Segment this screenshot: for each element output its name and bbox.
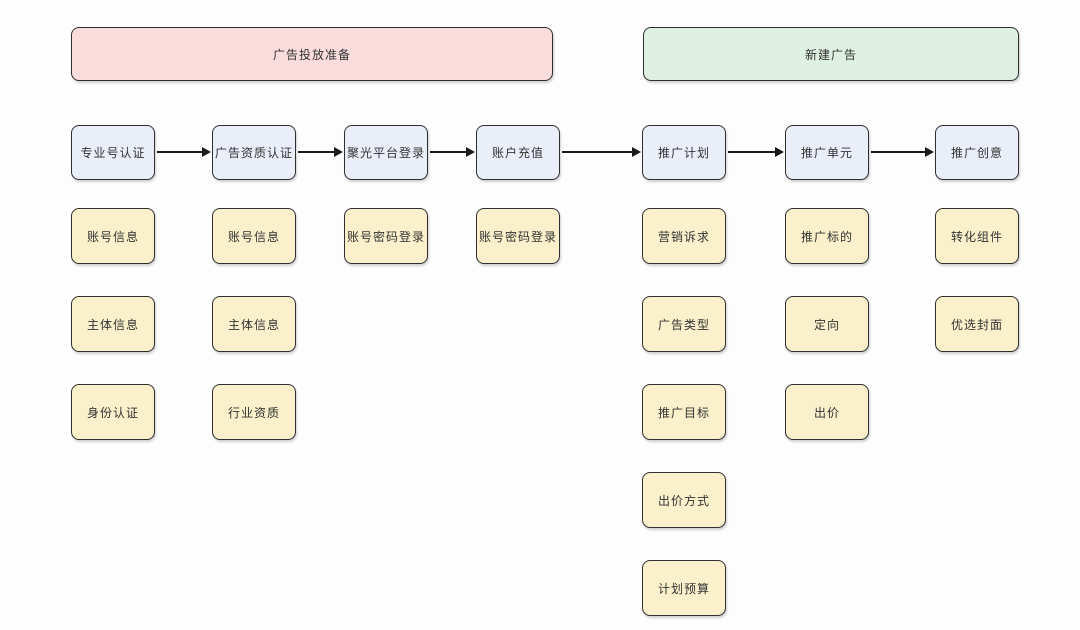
item-preferred-cover: 优选封面 — [935, 296, 1019, 352]
item-targeting: 定向 — [785, 296, 869, 352]
item-promotion-target: 推广标的 — [785, 208, 869, 264]
flow-step-juguang-platform-login: 聚光平台登录 — [344, 125, 428, 180]
item-promotion-goal: 推广目标 — [642, 384, 726, 440]
item-conversion-component: 转化组件 — [935, 208, 1019, 264]
item-industry-qualification: 行业资质 — [212, 384, 296, 440]
item-bidding-method: 出价方式 — [642, 472, 726, 528]
arrow-step1-step2 — [157, 147, 211, 157]
item-ad-type: 广告类型 — [642, 296, 726, 352]
arrow-step3-step4 — [430, 147, 475, 157]
item-account-info: 账号信息 — [212, 208, 296, 264]
item-marketing-demand: 营销诉求 — [642, 208, 726, 264]
item-plan-budget: 计划预算 — [642, 560, 726, 616]
flow-step-account-recharge: 账户充值 — [476, 125, 560, 180]
flow-step-ad-qualification-verification: 广告资质认证 — [212, 125, 296, 180]
arrow-step5-step6 — [728, 147, 784, 157]
item-account-password-login: 账号密码登录 — [344, 208, 428, 264]
item-subject-info: 主体信息 — [212, 296, 296, 352]
flow-step-promotion-creative: 推广创意 — [935, 125, 1019, 180]
flow-step-professional-account-verification: 专业号认证 — [71, 125, 155, 180]
item-subject-info: 主体信息 — [71, 296, 155, 352]
arrow-step2-step3 — [298, 147, 343, 157]
item-account-password-login: 账号密码登录 — [476, 208, 560, 264]
item-account-info: 账号信息 — [71, 208, 155, 264]
flow-step-promotion-unit: 推广单元 — [785, 125, 869, 180]
item-bid: 出价 — [785, 384, 869, 440]
flow-step-promotion-plan: 推广计划 — [642, 125, 726, 180]
header-new-ad: 新建广告 — [643, 27, 1019, 81]
arrow-step6-step7 — [871, 147, 934, 157]
item-identity-verification: 身份认证 — [71, 384, 155, 440]
header-ad-preparation: 广告投放准备 — [71, 27, 553, 81]
arrow-step4-step5 — [562, 147, 641, 157]
